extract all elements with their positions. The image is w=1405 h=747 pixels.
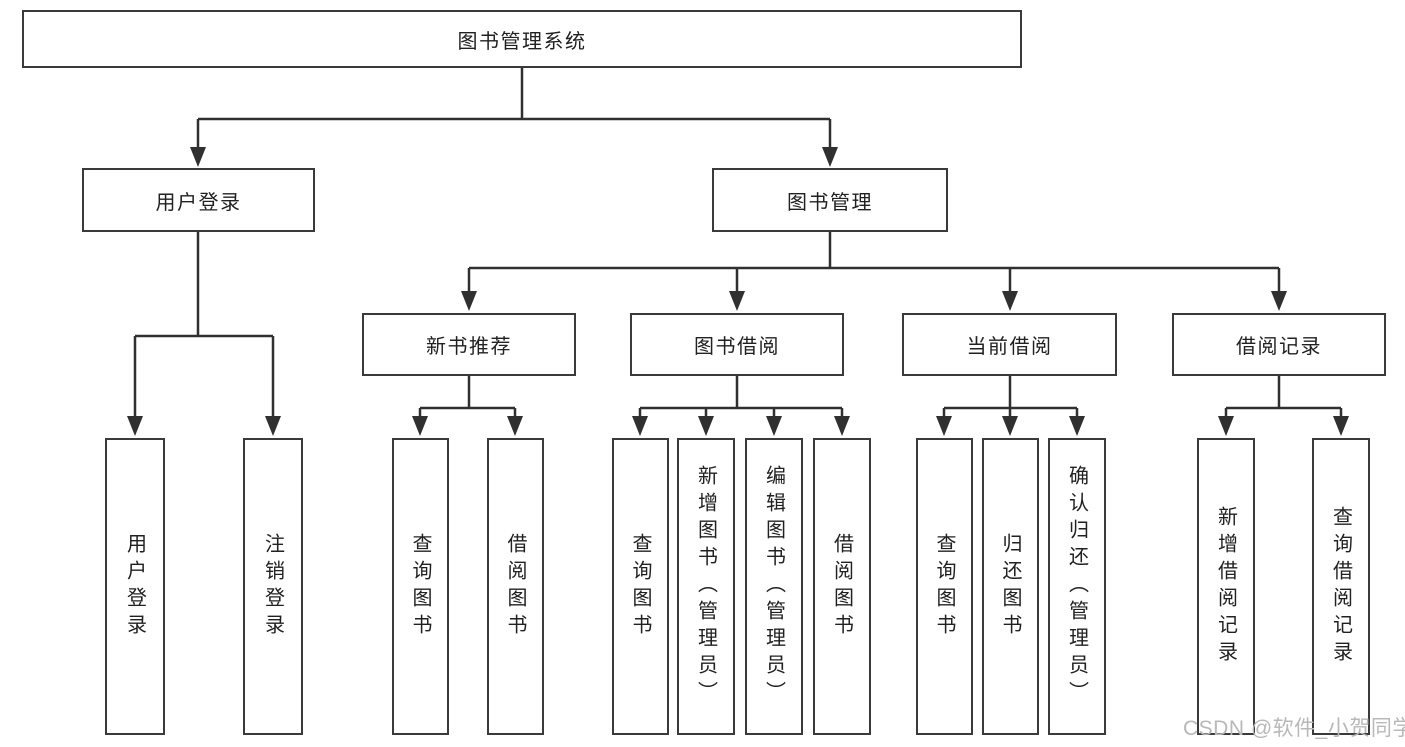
- node-library-management-system: 图书管理系统: [22, 10, 1022, 68]
- node-current-borrowing: 当前借阅: [902, 313, 1117, 376]
- leaf-borrow-books-recommend: 借阅图书: [487, 438, 544, 735]
- leaf-label: 查询图书: [629, 532, 651, 641]
- leaf-edit-book-admin: 编辑图书（管理员）: [745, 438, 803, 735]
- leaf-confirm-return-admin: 确认归还（管理员）: [1048, 438, 1106, 735]
- leaf-query-books-current: 查询图书: [916, 438, 973, 735]
- leaf-label: 用户登录: [123, 532, 146, 641]
- leaf-label: 借阅图书: [830, 532, 853, 641]
- node-user-login: 用户登录: [82, 168, 315, 232]
- leaf-label: 查询图书: [409, 532, 431, 641]
- leaf-label: 编辑图书（管理员）: [762, 465, 785, 708]
- leaf-label: 借阅图书: [504, 532, 526, 641]
- leaf-label: 确认归还（管理员）: [1065, 465, 1088, 708]
- leaf-return-books: 归还图书: [982, 438, 1039, 735]
- leaf-query-borrow-record: 查询借阅记录: [1312, 438, 1370, 735]
- leaf-label: 查询图书: [933, 532, 955, 641]
- leaf-logout: 注销登录: [243, 438, 303, 735]
- leaf-user-login: 用户登录: [105, 438, 165, 735]
- leaf-label: 注销登录: [261, 532, 284, 641]
- leaf-label: 归还图书: [999, 532, 1021, 641]
- leaf-label: 查询借阅记录: [1329, 505, 1352, 668]
- node-new-book-recommendation: 新书推荐: [362, 313, 576, 376]
- leaf-label: 新增借阅记录: [1214, 505, 1237, 668]
- leaf-query-books-recommend: 查询图书: [392, 438, 449, 735]
- leaf-label: 新增图书（管理员）: [694, 465, 717, 708]
- node-book-management: 图书管理: [712, 168, 948, 232]
- csdn-watermark: CSDN @软件_小贺同学: [1183, 717, 1405, 740]
- leaf-query-books-borrowing: 查询图书: [612, 438, 669, 735]
- node-book-borrowing: 图书借阅: [630, 313, 844, 376]
- leaf-add-borrow-record: 新增借阅记录: [1197, 438, 1255, 735]
- leaf-borrow-books: 借阅图书: [813, 438, 871, 735]
- leaf-add-book-admin: 新增图书（管理员）: [677, 438, 735, 735]
- node-borrowing-records: 借阅记录: [1172, 313, 1386, 376]
